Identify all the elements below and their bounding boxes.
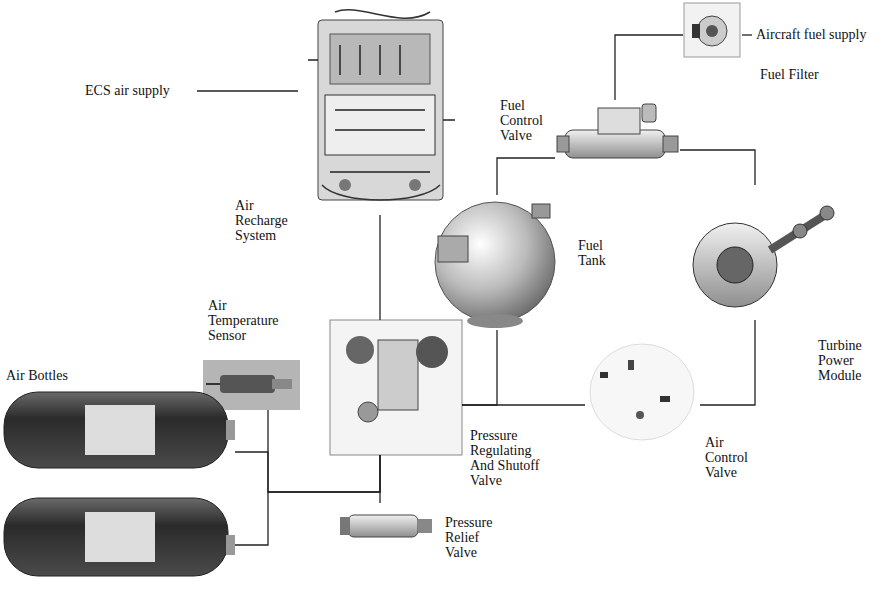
- recharge-wiring: [322, 10, 440, 200]
- pipe-line: [700, 320, 755, 405]
- filter-photo: [684, 3, 740, 57]
- relief-body: [348, 515, 418, 537]
- acv-mark: [600, 372, 608, 378]
- component-node: Fuel Control Valve: [555, 100, 680, 180]
- component-label: Air Bottles: [6, 368, 68, 383]
- pipe-line: [235, 452, 380, 492]
- pipe-line: [615, 35, 683, 100]
- valve-fitting: [557, 136, 569, 152]
- recharge-detail: [308, 45, 455, 172]
- recharge-fitting: [409, 179, 421, 191]
- component-node: Pressure Regulating And Shutoff Valve: [330, 320, 462, 455]
- component-label: Fuel Tank: [578, 238, 606, 268]
- bottle-valve: [226, 420, 235, 440]
- pipe-line: [497, 158, 555, 195]
- component-node: Fuel Tank: [430, 195, 560, 330]
- pipe-line: [462, 330, 497, 405]
- pipe-line: [379, 215, 380, 320]
- recharge-block: [325, 95, 435, 155]
- component-node: Pressure Relief Valve: [340, 503, 435, 548]
- filter-port: [706, 25, 718, 37]
- turbine-hub: [717, 247, 753, 283]
- turbine-fitting: [820, 206, 834, 220]
- sensor-lead: [206, 383, 220, 385]
- relief-fitting: [340, 517, 350, 535]
- pipe-line: [462, 404, 585, 405]
- bottle-valve: [226, 535, 235, 555]
- prsov-part: [358, 402, 378, 422]
- air-bottle: [4, 392, 228, 468]
- component-label: Air Temperature Sensor: [208, 298, 279, 343]
- sensor-tip: [272, 379, 292, 389]
- turbine-pipe: [770, 212, 830, 250]
- prsov-body: [378, 340, 418, 410]
- tank-fitting: [532, 204, 550, 218]
- tank-sphere: [435, 202, 555, 322]
- leader-line: [197, 90, 298, 91]
- component-label: Fuel Filter: [760, 67, 819, 82]
- recharge-fitting: [339, 179, 351, 191]
- component-label: Pressure Relief Valve: [445, 515, 492, 560]
- supply-label: Aircraft fuel supply: [756, 27, 866, 42]
- component-label: Fuel Control Valve: [500, 98, 543, 143]
- pipe-line: [268, 410, 380, 492]
- acv-mark: [660, 396, 670, 402]
- valve-block: [598, 108, 640, 134]
- pipe-line: [379, 455, 380, 503]
- tank-base: [467, 314, 523, 328]
- acv-photo: [590, 344, 694, 440]
- relief-cap: [418, 519, 432, 533]
- component-node: Turbine Power Module: [690, 185, 840, 320]
- component-label: Air Recharge System: [235, 198, 288, 243]
- bottle-wire: [235, 492, 268, 545]
- filter-body: [697, 16, 727, 46]
- tank-fitting: [438, 236, 468, 262]
- filter-fitting: [692, 24, 700, 38]
- bottle-label-band: [85, 512, 155, 562]
- turbine-housing: [693, 223, 777, 307]
- component-label: Pressure Regulating And Shutoff Valve: [470, 428, 550, 488]
- component-node: Air Control Valve: [585, 338, 700, 448]
- supply-label: ECS air supply: [85, 83, 170, 98]
- bottle-label-band: [85, 405, 155, 455]
- acv-mark: [636, 411, 644, 419]
- component-label: Turbine Power Module: [818, 338, 862, 383]
- prsov-photo: [330, 320, 462, 455]
- turbine-fitting: [793, 224, 807, 238]
- sensor-body: [220, 375, 275, 393]
- component-node: Fuel Filter: [683, 2, 741, 58]
- leader-line: [742, 34, 752, 35]
- component-node: Air Recharge System: [300, 2, 455, 215]
- component-node: Air Bottles: [2, 390, 235, 580]
- acv-mark: [628, 360, 634, 370]
- prsov-part: [416, 336, 448, 368]
- valve-solenoid: [642, 104, 656, 122]
- component-label: Air Control Valve: [705, 435, 748, 480]
- air-bottle: [4, 498, 228, 576]
- pipe-line: [680, 150, 755, 185]
- prsov-part: [346, 336, 374, 364]
- valve-fitting: [663, 136, 678, 152]
- component-node: Air Temperature Sensor: [203, 360, 300, 410]
